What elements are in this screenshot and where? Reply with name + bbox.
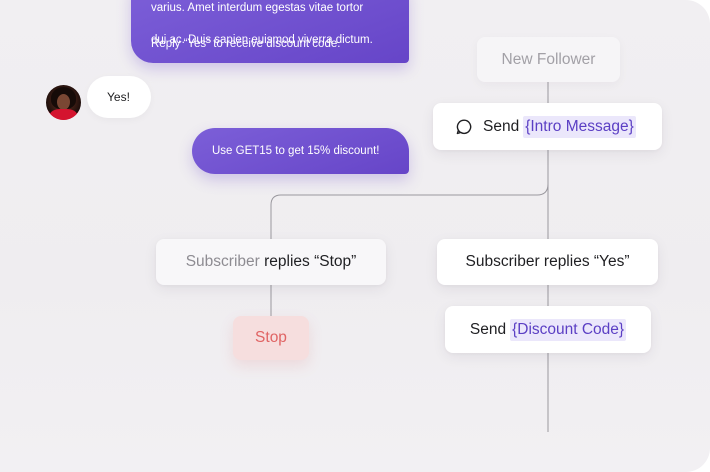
trigger-label: New Follower [501,50,596,68]
stop-label: Stop [255,329,287,346]
connector-branch-stop [270,150,549,239]
action-node-stop[interactable]: Stop [233,316,309,360]
promo-text: Use GET15 to get 15% discount! [212,145,380,157]
condition-label: Subscriber replies “Yes” [465,253,630,270]
action-label: Send [483,117,520,135]
variable-discount-code: {Discount Code} [510,318,627,341]
chat-bubble-icon [455,118,473,136]
outgoing-message-promo: Use GET15 to get 15% discount! [192,128,409,174]
action-node-send-intro[interactable]: Send {Intro Message} [433,103,662,150]
condition-label: replies “Stop” [264,253,357,270]
subscriber-avatar [46,85,81,120]
action-label: Send [469,320,507,338]
condition-subject: Subscriber [185,253,260,270]
message-line: Reply “Yes” to receive discount code. [151,38,341,50]
action-node-send-discount[interactable]: Send {Discount Code} [445,306,651,353]
outgoing-message-intro: varius. Amet interdum egestas vitae tort… [131,0,409,63]
reply-text: Yes! [107,90,130,104]
message-line: dui ac. Duis sapien euismod viverra dict… [151,34,373,46]
trigger-node-new-follower[interactable]: New Follower [477,37,620,82]
message-line: varius. Amet interdum egestas vitae tort… [151,2,364,14]
incoming-message-reply: Yes! [87,76,151,118]
variable-intro-message: {Intro Message} [523,115,636,138]
condition-node-replies-stop[interactable]: Subscriber replies “Stop” [156,239,386,285]
condition-node-replies-yes[interactable]: Subscriber replies “Yes” [437,239,658,285]
